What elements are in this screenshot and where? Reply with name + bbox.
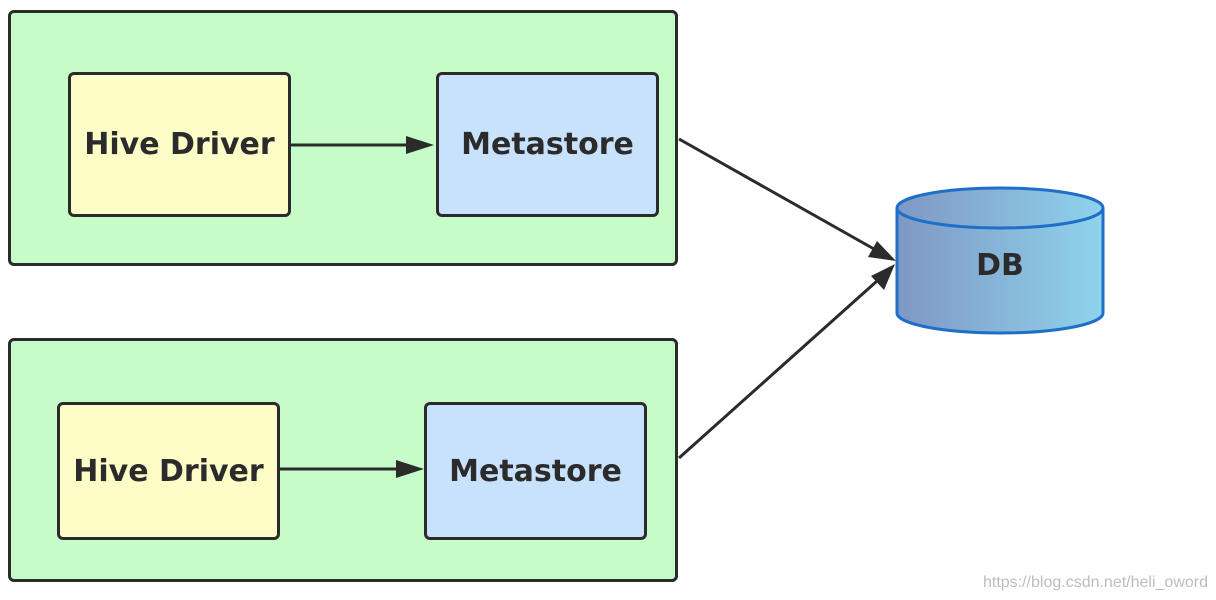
watermark: https://blog.csdn.net/heli_oword xyxy=(982,574,1208,591)
db-cylinder[interactable] xyxy=(895,186,1105,335)
metastore-box-1[interactable]: Metastore xyxy=(436,72,659,217)
arrow-driver-to-metastore-1 xyxy=(291,136,434,154)
db-label: DB xyxy=(976,248,1024,283)
arrow-driver-to-metastore-2 xyxy=(280,460,424,478)
metastore-label-2: Metastore xyxy=(449,453,622,489)
metastore-box-2[interactable]: Metastore xyxy=(424,402,647,540)
metastore-label-1: Metastore xyxy=(461,127,634,162)
hive-driver-label-1: Hive Driver xyxy=(84,127,275,162)
arrow-group2-to-db xyxy=(678,264,895,460)
hive-driver-label-2: Hive Driver xyxy=(73,453,264,489)
hive-driver-box-2[interactable]: Hive Driver xyxy=(57,402,280,540)
arrow-group1-to-db xyxy=(678,137,896,261)
hive-driver-box-1[interactable]: Hive Driver xyxy=(68,72,291,217)
